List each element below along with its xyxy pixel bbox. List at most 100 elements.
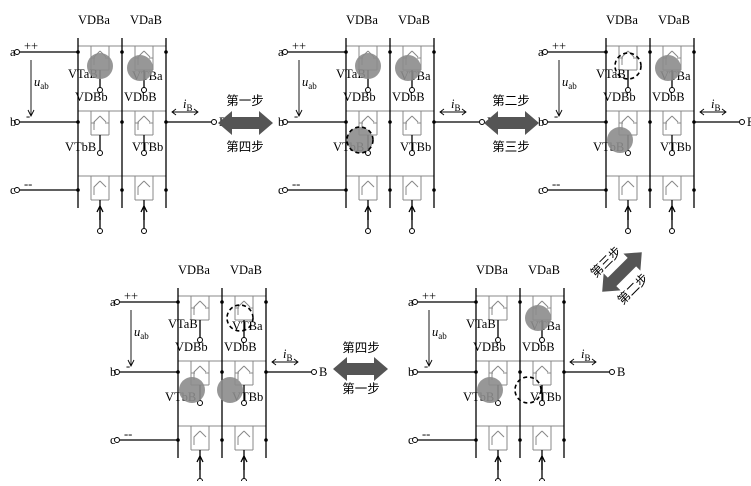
vdab-label: VDaB [398, 13, 430, 27]
terminal-a-label: a [538, 45, 544, 59]
switching-marker-vtba [226, 304, 254, 332]
terminal-b-label: b [10, 115, 16, 129]
terminal-a-label: a [110, 295, 116, 309]
terminal-B-label: B [617, 365, 625, 379]
step-label-2: 第二步 [492, 93, 530, 108]
step-label-1: 第一步 [226, 93, 264, 108]
vdba-label: VDBa [346, 13, 378, 27]
vtbb2-label: VTBb [400, 140, 431, 154]
step-label-4: 第四步 [226, 139, 264, 154]
vtbb2-label: VTBb [530, 390, 561, 404]
polarity-a: ++ [24, 39, 38, 53]
on-marker-vtbb [179, 377, 205, 403]
terminal-a-label: a [278, 45, 284, 59]
polarity-a: ++ [552, 39, 566, 53]
double-arrow-2 [484, 111, 539, 135]
conduction-markers [346, 53, 421, 154]
circuit-panel-5: a++b-c--BuabiBVDBaVDaBVDBbVDbBVTaBVTBaVT… [408, 263, 625, 484]
vdab-label: VDaB [528, 263, 560, 277]
terminal-B-label: B [319, 365, 327, 379]
vtab-label: VTaB [168, 317, 198, 331]
current-iB-label: iB [581, 347, 591, 363]
terminal-c-label: c [10, 183, 16, 197]
polarity-b: - [126, 359, 130, 373]
vtbb-label: VTbB [65, 140, 96, 154]
polarity-c: -- [422, 427, 430, 441]
terminal-b-label: b [538, 115, 544, 129]
vtab-label: VTaB [596, 67, 626, 81]
vdab-label: VDaB [130, 13, 162, 27]
step-arrows: 第一步 第四步 第二步 第三步 第四步 第一步 第三步 第二步 [218, 93, 651, 396]
on-marker-vtba [395, 55, 421, 81]
terminal-c-label: c [408, 433, 414, 447]
terminal-a-label: a [10, 45, 16, 59]
conduction-markers [607, 52, 681, 153]
polarity-a: ++ [292, 39, 306, 53]
vdba-label: VDBa [178, 263, 210, 277]
on-marker-vtba [655, 55, 681, 81]
voltage-uab-label: uab [34, 75, 49, 91]
on-marker-vtbb [217, 377, 243, 403]
wiring [282, 38, 485, 234]
vdbb2-label: VDbB [124, 90, 157, 104]
double-arrow-3 [333, 357, 388, 381]
polarity-a: ++ [124, 289, 138, 303]
vdbb-label: VDBb [473, 340, 506, 354]
polarity-b: - [294, 109, 298, 123]
terminal-c-label: c [538, 183, 544, 197]
vdbb2-label: VDbB [224, 340, 257, 354]
circuit-panel-1: a++b-c--BuabiBVDBaVDaBVDBbVDbBVTaBVTBaVT… [10, 13, 227, 234]
vtba-label: VTBa [232, 319, 263, 333]
vdbb-label: VDBb [343, 90, 376, 104]
current-iB-label: iB [711, 97, 721, 113]
polarity-c: -- [124, 427, 132, 441]
vdba-label: VDBa [476, 263, 508, 277]
vdbb2-label: VDbB [392, 90, 425, 104]
polarity-c: -- [292, 177, 300, 191]
vtab-label: VTaB [466, 317, 496, 331]
polarity-a: ++ [422, 289, 436, 303]
switching-marker-vtbb [514, 376, 542, 404]
on-marker-vtab [355, 53, 381, 79]
on-marker-vtab [87, 53, 113, 79]
wiring [14, 38, 217, 234]
polarity-b: - [424, 359, 428, 373]
step-label-3: 第三步 [492, 139, 530, 154]
terminal-B-label: B [747, 115, 751, 129]
voltage-uab-label: uab [562, 75, 577, 91]
polarity-c: -- [552, 177, 560, 191]
circuit-panel-3: a++b-c--BuabiBVDBaVDaBVDBbVDbBVTaBVTBaVT… [538, 13, 751, 234]
vdab-label: VDaB [230, 263, 262, 277]
terminal-a-label: a [408, 295, 414, 309]
double-arrow-diagonal [602, 252, 642, 292]
current-iB-label: iB [283, 347, 293, 363]
vtbb2-label: VTBb [132, 140, 163, 154]
wiring [412, 288, 615, 484]
conduction-markers [477, 305, 551, 404]
vdba-label: VDBa [78, 13, 110, 27]
terminal-b-label: b [110, 365, 116, 379]
step-label-4b: 第四步 [342, 340, 380, 355]
terminal-c-label: c [278, 183, 284, 197]
polarity-b: - [26, 109, 30, 123]
terminal-c-label: c [110, 433, 116, 447]
voltage-uab-label: uab [134, 325, 149, 341]
current-iB-label: iB [451, 97, 461, 113]
conduction-markers [179, 304, 254, 403]
polarity-c: -- [24, 177, 32, 191]
vdbb-label: VDBb [75, 90, 108, 104]
on-marker-vtbb [477, 377, 503, 403]
switching-marker-vtbb [346, 126, 374, 154]
vtbb2-label: VTBb [660, 140, 691, 154]
double-arrow-1 [218, 111, 273, 135]
voltage-uab-label: uab [302, 75, 317, 91]
vdbb-label: VDBb [603, 90, 636, 104]
polarity-b: - [554, 109, 558, 123]
on-marker-vtbb [607, 127, 633, 153]
switching-marker-vtab [614, 52, 642, 80]
vdbb-label: VDBb [175, 340, 208, 354]
wiring [542, 38, 745, 234]
